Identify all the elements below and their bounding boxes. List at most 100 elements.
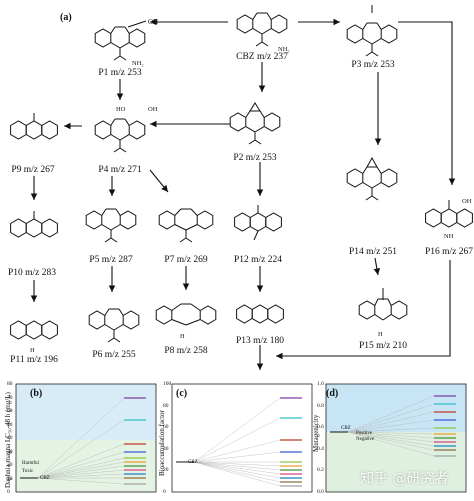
- mol-cbz-bond-a: [252, 12, 258, 20]
- chart-b-link-10: [37, 477, 125, 485]
- mol-p5-ring-right: [119, 210, 137, 230]
- mol-cbz-bond-n: [261, 41, 269, 47]
- label-p12: P12 m/z 224: [233, 255, 283, 265]
- atom-oh-p16: OH: [462, 198, 472, 205]
- mol-p5-bond-a: [101, 208, 107, 216]
- chart-c-link-2: [193, 439, 281, 463]
- chart-c-link-8: [193, 461, 281, 479]
- mol-p15-bond-d: [374, 314, 384, 321]
- chart-b-tick: 80: [7, 381, 13, 387]
- chart-c-tick: 60: [163, 424, 169, 431]
- atom-nh2-p1: NH₂: [132, 60, 144, 67]
- mol-p2-bond-e: [254, 126, 265, 133]
- mol-p5-bond-co: [104, 237, 112, 243]
- mol-p3-ring-left: [346, 24, 364, 44]
- arrow-p14-p15: [373, 257, 381, 276]
- mol-p12-ring-left: [234, 212, 251, 232]
- mol-p8-bond-a: [171, 303, 182, 311]
- chart-d-link-10: [347, 431, 435, 457]
- label-p15: P15 m/z 210: [358, 341, 408, 351]
- chart-d-zone-top: [326, 384, 466, 432]
- mol-p12-ring-mid: [249, 212, 267, 232]
- chart-d-frame: [325, 383, 467, 493]
- chart-b-frame: [15, 383, 157, 493]
- mol-p14-bond-n: [371, 195, 379, 201]
- label-cbz: CBZ m/z 237: [236, 52, 288, 62]
- chart-d-tick: 0.2: [317, 467, 324, 474]
- mol-p8-bond-d: [171, 319, 187, 326]
- chart-b-tick: 10: [7, 475, 13, 482]
- annotation-negative: Negative: [356, 437, 375, 442]
- chart-c-tick: 80: [163, 402, 169, 409]
- mol-p16-ring-left: [425, 208, 442, 228]
- mol-p2-ring-left: [229, 112, 247, 132]
- mol-p3-ring-right: [380, 24, 398, 44]
- mol-p7-bond-n: [185, 237, 193, 243]
- label-p7: P7 m/z 269: [164, 255, 208, 265]
- chart-d-link-5: [347, 431, 435, 435]
- atom-h-p11: H: [30, 347, 35, 354]
- label-p1: P1 m/z 253: [98, 68, 142, 78]
- chart-b-tick: 60: [7, 408, 13, 414]
- mol-p4-bond-n: [119, 147, 127, 153]
- annotation-cbz-d: CBZ: [341, 426, 351, 431]
- chart-b-tick: 70: [7, 394, 13, 401]
- mol-p2-bond-a: [245, 110, 251, 118]
- chart-b-tick: 30: [7, 448, 13, 455]
- mol-p14-epoxide: [366, 156, 378, 168]
- mol-p4-bond-d: [110, 134, 121, 141]
- panel-a-tag: (a): [60, 12, 72, 23]
- mol-p12-cho-bond: [253, 230, 259, 241]
- mol-p14-ring-left: [346, 168, 364, 188]
- chart-b-link-2: [37, 443, 125, 479]
- mol-p4-ring-left: [94, 120, 112, 140]
- mol-p16-ring-mid: [440, 208, 458, 228]
- mol-p6-ring-right: [122, 310, 140, 330]
- chart-d-tick: 0.6: [317, 424, 324, 431]
- arrow-p16-p13: [276, 260, 451, 360]
- mol-p7-bond-d: [174, 224, 187, 231]
- mol-p4-bond-e: [119, 134, 130, 141]
- chart-b: [15, 383, 157, 493]
- chart-b-link-3: [37, 451, 125, 479]
- mol-cbz-bond-c: [266, 12, 272, 20]
- mol-p7-ring-left: [158, 210, 176, 230]
- mol-p7-bond-e: [185, 224, 198, 231]
- atom-h-p8: H: [180, 333, 185, 340]
- mol-cbz-bond-co: [255, 41, 263, 47]
- mol-p10-ring-left: [10, 218, 27, 238]
- chart-d-tick: 1.0: [317, 381, 324, 387]
- mol-p2-bond-c: [259, 110, 265, 118]
- mol-p14-ring-right: [380, 168, 398, 188]
- label-p10: P10 m/z 283: [7, 268, 57, 278]
- panel-b-tag: (b): [30, 388, 43, 399]
- mol-p11-ring-right: [41, 320, 58, 340]
- chart-c-link-6: [193, 461, 281, 471]
- mol-p7-ring-right: [196, 210, 214, 230]
- chart-b-link-0: [37, 397, 125, 479]
- chart-d-link-2: [347, 411, 435, 433]
- panel-d-tag: (d): [326, 388, 339, 399]
- mol-p14-bond-a: [362, 166, 368, 174]
- chart-c-tick: 0: [163, 489, 166, 495]
- chart-d-tick: 0.4: [317, 445, 324, 452]
- mol-p3-bond-a: [362, 22, 368, 30]
- mol-p5-bond-e: [110, 224, 121, 231]
- chart-c-link-0: [193, 397, 281, 463]
- mol-p5-ring-left: [85, 210, 103, 230]
- mol-p3-bond-e: [371, 38, 382, 45]
- chart-d-tick: 0.8: [317, 402, 324, 409]
- mol-p7-bond-a: [174, 208, 182, 216]
- chart-d-tick: 0.0: [317, 489, 324, 495]
- mol-p6-bond-c: [118, 308, 124, 316]
- chart-c-frame: [171, 383, 313, 493]
- chart-d-link-0: [347, 395, 435, 433]
- chart-b-tick: 0: [7, 489, 10, 495]
- annotation-cbz-b: CBZ: [40, 476, 50, 481]
- chart-b-link-8: [37, 473, 125, 479]
- mol-p1-bond-e: [119, 42, 130, 49]
- mol-p8-ring-right: [199, 305, 217, 325]
- mol-p13-ring-left: [236, 304, 253, 324]
- label-p14: P14 m/z 251: [348, 247, 398, 257]
